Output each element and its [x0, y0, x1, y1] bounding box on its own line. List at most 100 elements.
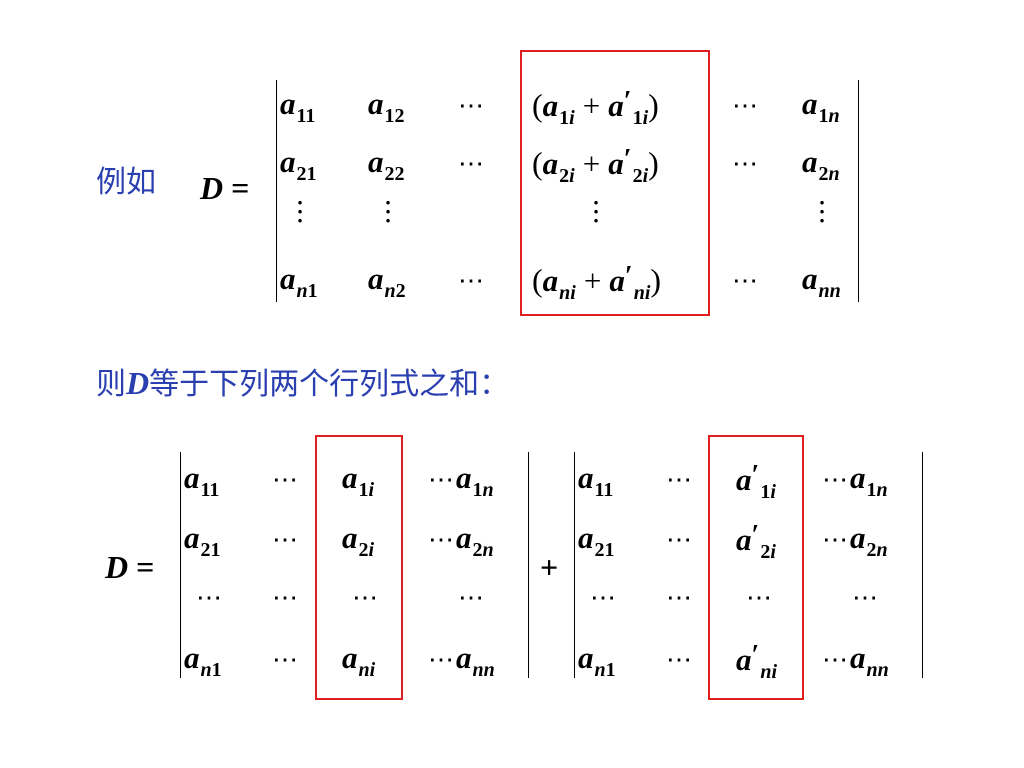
matrix-cell: ⋯	[196, 580, 224, 611]
element-subscript: ni	[760, 661, 777, 683]
matrix-cell: a21	[280, 146, 317, 184]
left-paren: (	[532, 87, 543, 123]
element-base: a	[368, 86, 384, 121]
horizontal-ellipsis: ⋯	[196, 583, 224, 612]
statement-after: 等于下列两个行列式之和：	[149, 367, 510, 402]
element-subscript: 1i	[559, 107, 575, 129]
eq2-left-det-left-bar	[180, 452, 181, 678]
matrix-cell: ⋯	[458, 88, 486, 119]
matrix-cell: a11	[280, 88, 315, 126]
matrix-cell: ···	[382, 190, 394, 233]
horizontal-ellipsis: ⋯	[732, 91, 760, 120]
matrix-cell: an1	[184, 642, 222, 680]
matrix-cell: ⋯	[666, 580, 694, 611]
element-subscript: n1	[595, 659, 616, 681]
subscript-col: n	[877, 659, 889, 681]
subscript-col: 2	[395, 280, 406, 302]
subscript-col: i	[368, 479, 375, 501]
subscript-row: n	[866, 659, 878, 681]
matrix-cell: ⋯	[746, 580, 774, 611]
element-subscript: ni	[634, 282, 651, 304]
eq1-lhs: D =	[200, 172, 249, 204]
element-subscript: 2n	[473, 539, 494, 561]
horizontal-ellipsis: ⋯	[428, 525, 456, 554]
subscript-col: 1	[604, 539, 615, 561]
element-subscript: 21	[201, 539, 221, 561]
matrix-cell: a21	[184, 522, 221, 560]
subscript-row: n	[818, 280, 830, 302]
matrix-element: an2	[368, 261, 406, 301]
subscript-row: 1	[200, 479, 210, 501]
vdot: ·	[384, 190, 392, 215]
matrix-cell: a1i	[342, 462, 374, 500]
element-subscript: 2i	[633, 165, 649, 187]
matrix-element: a2n	[456, 520, 494, 560]
plus-operator: +	[582, 88, 601, 123]
element-subscript: 11	[297, 105, 316, 127]
element-subscript: 1n	[473, 479, 494, 501]
subscript-col: 1	[209, 479, 220, 501]
vdot: ·	[384, 208, 392, 233]
vdot: ·	[592, 208, 600, 233]
subscript-col: i	[770, 481, 776, 503]
horizontal-ellipsis: ⋯	[822, 525, 850, 554]
element-subscript: 1i	[359, 479, 375, 501]
element-subscript: 1n	[867, 479, 888, 501]
matrix-element: ani	[543, 263, 576, 303]
horizontal-ellipsis: ⋯	[852, 583, 880, 612]
matrix-cell: a22	[368, 146, 405, 184]
element-subscript: n1	[297, 280, 318, 302]
matrix-cell: ann	[802, 263, 841, 301]
element-subscript: 1i	[760, 481, 776, 503]
element-base: a	[736, 462, 752, 497]
horizontal-ellipsis: ⋯	[666, 525, 694, 554]
matrix-cell: ⋯	[272, 642, 300, 673]
matrix-element: an1	[280, 261, 318, 301]
vertical-ellipsis: ···	[382, 190, 394, 233]
column-sum-element: (ani+a′ni)	[532, 261, 661, 304]
matrix-cell: a′ni	[736, 640, 777, 683]
element-base: a	[850, 460, 866, 495]
matrix-element: a1n	[850, 460, 888, 500]
subscript-col: n	[829, 280, 841, 302]
matrix-element: a′1i	[736, 462, 776, 503]
matrix-element: a′ni	[609, 261, 650, 304]
horizontal-ellipsis: ⋯	[272, 583, 300, 612]
element-base: a	[456, 640, 472, 675]
horizontal-ellipsis: ⋯	[272, 645, 300, 674]
subscript-row: n	[358, 659, 370, 681]
horizontal-ellipsis: ⋯	[458, 583, 486, 612]
subscript-row: 2	[358, 539, 369, 561]
matrix-cell: ⋯	[852, 580, 880, 611]
element-base: a	[850, 640, 866, 675]
matrix-cell: a11	[578, 462, 613, 500]
matrix-cell: ⋯a1n	[822, 462, 888, 500]
matrix-cell: a1n	[802, 88, 840, 126]
prime-mark: ′	[624, 261, 633, 292]
subscript-col: n	[828, 105, 840, 127]
column-sum-element: (a1i+a′1i)	[532, 87, 659, 129]
prime-mark: ′	[751, 640, 760, 671]
matrix-cell: a2n	[802, 146, 840, 184]
element-base: a	[280, 86, 296, 121]
eq1-left-bar	[276, 80, 277, 302]
subscript-row: 1	[594, 479, 604, 501]
element-base: a	[368, 261, 384, 296]
example-label: 例如	[96, 165, 156, 200]
subscript-row: 2	[866, 539, 877, 561]
matrix-cell: ···	[590, 192, 602, 233]
subscript-row: n	[633, 282, 645, 304]
element-base: a	[542, 88, 559, 123]
element-subscript: nn	[867, 659, 889, 681]
matrix-cell: ···	[816, 192, 828, 233]
matrix-element: a11	[578, 460, 613, 500]
vdot: ·	[296, 199, 304, 224]
ellipsis-element: ⋯a2n	[822, 520, 888, 560]
subscript-col: i	[369, 659, 376, 681]
matrix-element: a2n	[802, 144, 840, 184]
element-base: a	[342, 520, 358, 555]
element-base: a	[850, 520, 866, 555]
vdot: ·	[818, 208, 826, 233]
subscript-col: n	[876, 479, 888, 501]
subscript-row: 2	[472, 539, 483, 561]
